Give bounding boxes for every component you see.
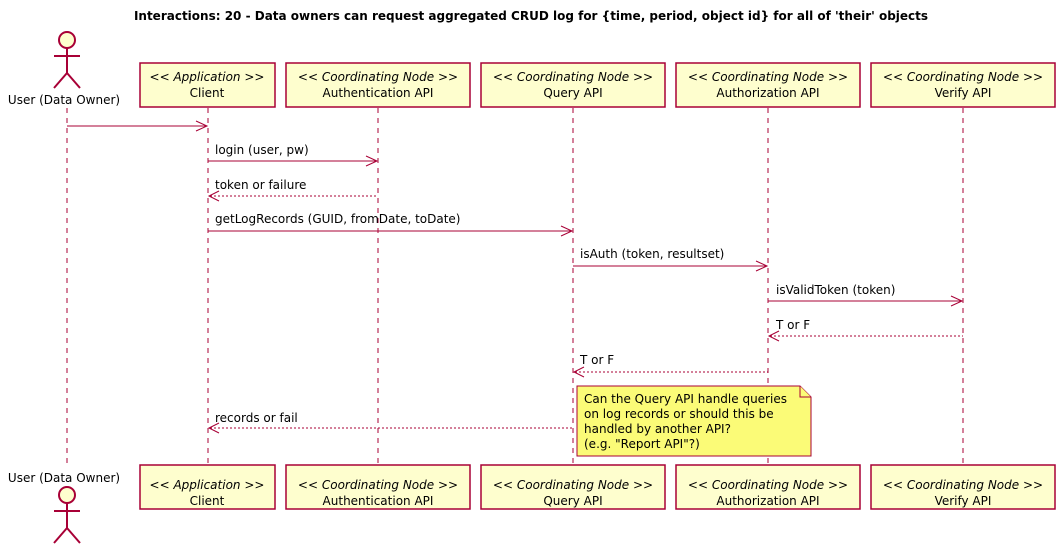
participant-stereotype: << Application >> <box>150 478 265 492</box>
participant-authorization-api-top: << Coordinating Node >> Authorization AP… <box>675 62 861 108</box>
message-label: T or F <box>579 353 614 367</box>
participant-stereotype: << Coordinating Node >> <box>298 70 458 84</box>
note: Can the Query API handle queries on log … <box>576 385 812 457</box>
participant-query-api-top: << Coordinating Node >> Query API <box>480 62 666 108</box>
message-5: isAuth (token, resultset) <box>573 247 769 272</box>
participant-name: Authentication API <box>323 86 434 100</box>
message-label: isAuth (token, resultset) <box>580 247 724 261</box>
participant-client-bottom: << Application >> Client <box>139 464 276 510</box>
participant-name: Client <box>190 86 225 100</box>
participant-stereotype: << Coordinating Node >> <box>883 70 1043 84</box>
participant-name: Verify API <box>935 86 992 100</box>
note-line: handled by another API? <box>584 422 731 436</box>
message-label: login (user, pw) <box>215 143 309 157</box>
participant-verify-api-top: << Coordinating Node >> Verify API <box>870 62 1056 108</box>
participant-authentication-api-top: << Coordinating Node >> Authentication A… <box>285 62 471 108</box>
message-3: token or failure <box>207 178 378 202</box>
participant-authentication-api-bottom: << Coordinating Node >> Authentication A… <box>285 464 471 510</box>
participant-stereotype: << Coordinating Node >> <box>688 70 848 84</box>
message-label: records or fail <box>215 411 298 425</box>
participant-stereotype: << Coordinating Node >> <box>493 478 653 492</box>
message-7: T or F <box>767 318 963 342</box>
participant-name: Authentication API <box>323 494 434 508</box>
participant-query-api-bottom: << Coordinating Node >> Query API <box>480 464 666 510</box>
message-label: getLogRecords (GUID, fromDate, toDate) <box>215 212 460 226</box>
participant-name: Query API <box>543 86 602 100</box>
participant-verify-api-bottom: << Coordinating Node >> Verify API <box>870 464 1056 510</box>
message-1 <box>67 120 209 132</box>
participant-stereotype: << Application >> <box>150 70 265 84</box>
message-4: getLogRecords (GUID, fromDate, toDate) <box>208 212 574 237</box>
participant-stereotype: << Coordinating Node >> <box>688 478 848 492</box>
actor-user-top: User (Data Owner) <box>8 31 120 107</box>
participant-name: Authorization API <box>716 86 819 100</box>
actor-label: User (Data Owner) <box>8 471 120 485</box>
actor-user-bottom: User (Data Owner) <box>8 471 120 544</box>
message-label: isValidToken (token) <box>776 283 895 297</box>
participant-authorization-api-bottom: << Coordinating Node >> Authorization AP… <box>675 464 861 510</box>
message-6: isValidToken (token) <box>768 283 964 307</box>
actor-icon <box>53 31 81 89</box>
actor-icon <box>53 486 81 544</box>
participant-name: Client <box>190 494 225 508</box>
actor-label: User (Data Owner) <box>8 93 120 107</box>
diagram-title: Interactions: 20 - Data owners can reque… <box>134 9 928 23</box>
participant-name: Query API <box>543 494 602 508</box>
note-line: Can the Query API handle queries <box>584 392 787 406</box>
note-line: (e.g. "Report API"?) <box>584 437 700 451</box>
note-line: on log records or should this be <box>584 407 774 421</box>
message-label: T or F <box>775 318 810 332</box>
participant-client-top: << Application >> Client <box>139 62 276 108</box>
participant-stereotype: << Coordinating Node >> <box>298 478 458 492</box>
message-9: records or fail <box>207 411 573 434</box>
message-8: T or F <box>572 353 768 378</box>
participant-stereotype: << Coordinating Node >> <box>883 478 1043 492</box>
participant-stereotype: << Coordinating Node >> <box>493 70 653 84</box>
participant-name: Verify API <box>935 494 992 508</box>
participant-name: Authorization API <box>716 494 819 508</box>
message-2: login (user, pw) <box>208 143 379 167</box>
message-label: token or failure <box>215 178 306 192</box>
